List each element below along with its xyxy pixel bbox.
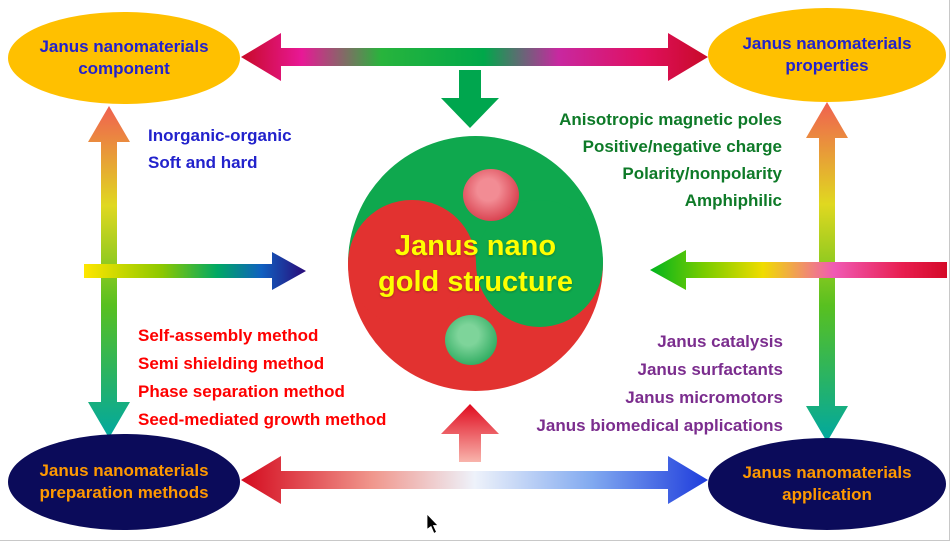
- list-item: Inorganic-organic: [148, 126, 292, 145]
- center-title: Janus nano gold structure: [348, 228, 603, 301]
- node-label-line: Janus nanomaterials: [39, 461, 209, 481]
- node-component: Janus nanomaterials component: [8, 12, 240, 104]
- arrow-up-to-center-icon: [441, 404, 499, 462]
- node-label-line: component: [78, 59, 170, 78]
- arrow-down-to-center-icon: [441, 70, 499, 128]
- double-arrow-top: [241, 33, 708, 81]
- list-item: Phase separation method: [138, 382, 345, 401]
- list-item: Seed-mediated growth method: [138, 410, 387, 429]
- node-properties: Janus nanomaterials properties: [708, 8, 946, 102]
- list-item: Polarity/nonpolarity: [622, 164, 782, 183]
- yinyang-green-bulge: [475, 199, 603, 328]
- center-title-line: Janus nano: [394, 229, 557, 262]
- list-item: Positive/negative charge: [582, 137, 782, 156]
- list-item: Self-assembly method: [138, 326, 319, 345]
- list-item: Semi shielding method: [138, 354, 325, 373]
- center-title-line: gold structure: [378, 266, 573, 299]
- yinyang-center: Janus nano gold structure: [348, 136, 603, 391]
- node-label-line: Janus nanomaterials: [39, 37, 209, 57]
- cursor-icon: [426, 514, 439, 535]
- list-item: Janus surfactants: [637, 360, 784, 379]
- yinyang-red-bulge: [348, 199, 476, 328]
- arrow-left-to-center-icon: [84, 252, 306, 290]
- node-label-line: Janus nanomaterials: [742, 463, 912, 483]
- list-item: Janus catalysis: [657, 332, 783, 351]
- double-arrow-bottom: [241, 456, 708, 504]
- list-applications: Janus catalysis Janus surfactants Janus …: [500, 328, 783, 440]
- node-label-line: properties: [785, 56, 869, 75]
- arrow-right-to-center-icon: [650, 250, 947, 290]
- list-item: Amphiphilic: [684, 191, 782, 210]
- list-item: Janus micromotors: [625, 388, 783, 407]
- list-preparation-methods: Self-assembly method Semi shielding meth…: [138, 322, 386, 434]
- list-item: Janus biomedical applications: [536, 416, 783, 435]
- yinyang-red-dot-icon: [462, 169, 519, 222]
- yinyang-green-dot-icon: [444, 314, 497, 365]
- node-preparation-methods: Janus nanomaterials preparation methods: [8, 434, 240, 530]
- list-item: Soft and hard: [148, 153, 258, 172]
- node-label-line: Janus nanomaterials: [742, 34, 912, 54]
- list-properties-features: Anisotropic magnetic poles Positive/nega…: [502, 106, 782, 214]
- list-item: Anisotropic magnetic poles: [559, 110, 782, 129]
- node-label-line: application: [782, 485, 872, 504]
- list-component-features: Inorganic-organic Soft and hard: [148, 122, 292, 176]
- node-label-line: preparation methods: [39, 483, 209, 502]
- node-application: Janus nanomaterials application: [708, 438, 946, 530]
